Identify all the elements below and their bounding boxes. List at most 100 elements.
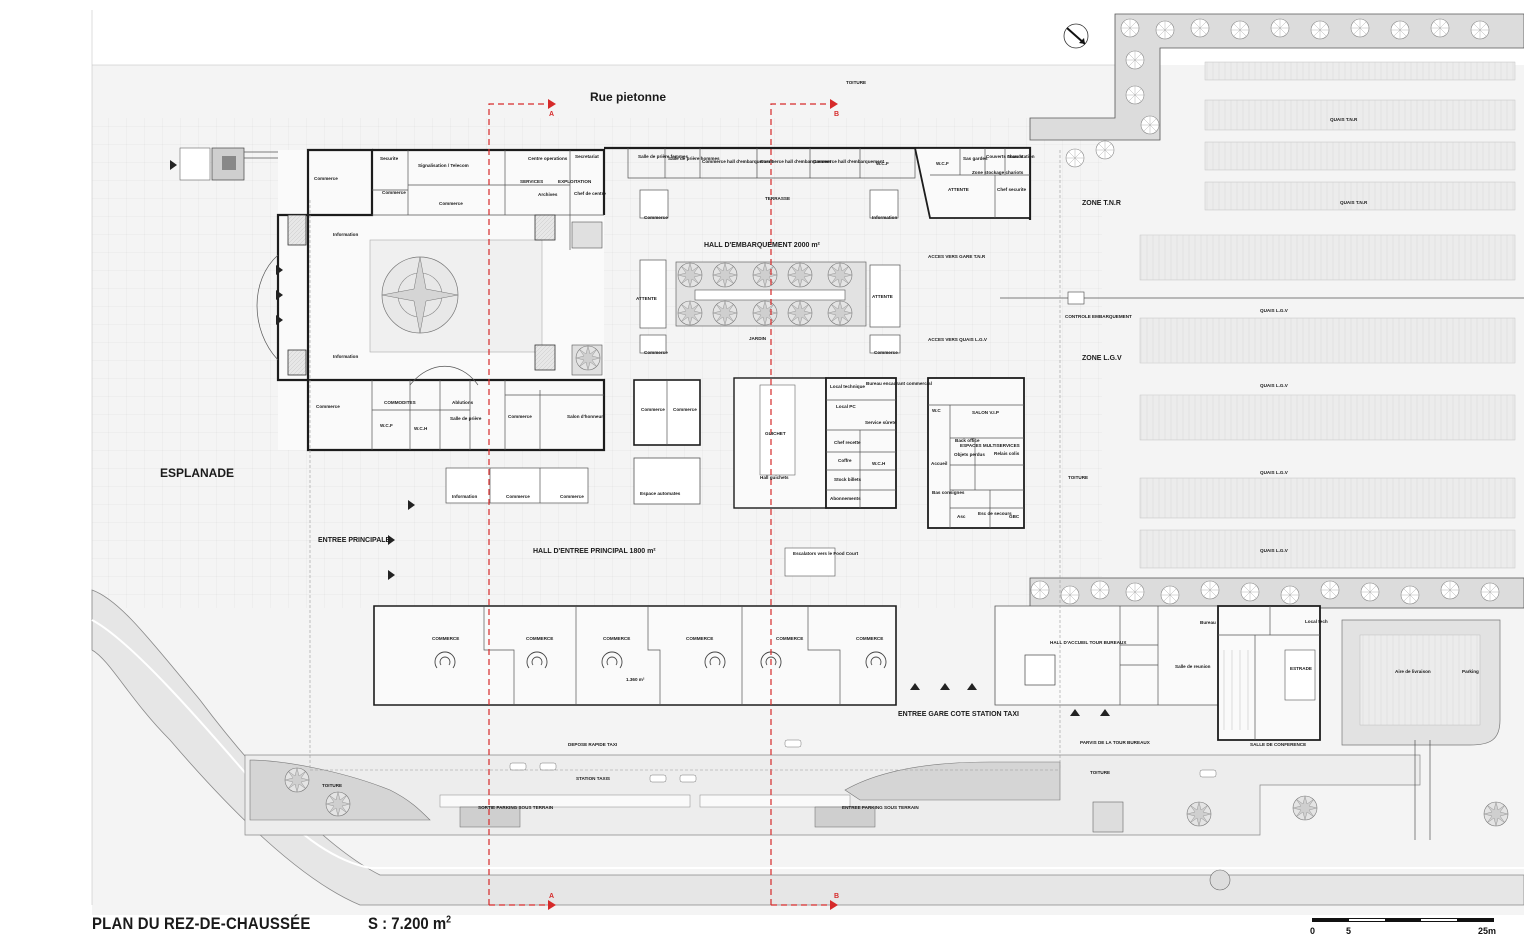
tree-icon (1280, 585, 1300, 605)
flower-icon (284, 767, 310, 793)
plan-labels: Rue pietonne ESPLANADE ENTREE PRINCIPALE… (160, 80, 1479, 900)
tree-icon (1155, 20, 1175, 40)
room-label: W.C.H (414, 426, 428, 431)
room-label: Salle de prière (450, 416, 482, 421)
boarding-control-label: CONTROLE EMBARQUEMENT (1065, 314, 1132, 319)
garden-tree-icon (712, 300, 738, 326)
garden-tree-icon (827, 262, 853, 288)
tree-icon (1400, 585, 1420, 605)
waiting-label: ATTENTE (948, 187, 969, 192)
room-label: Relais colis (994, 451, 1020, 456)
quais-lgv-label: QUAIS L.G.V (1260, 548, 1289, 553)
room-label: W.C (932, 408, 941, 413)
depose-taxi-label: DEPOSE RAPIDE TAXI (568, 742, 617, 747)
tree-icon (1360, 582, 1380, 602)
delivery-area-label: Aire de livraison (1395, 669, 1431, 674)
tree-icon (1190, 18, 1210, 38)
taxi-entrance-label: ENTREE GARE COTE STATION TAXI (898, 711, 1019, 718)
toiture-label: TOITURE (1068, 475, 1088, 480)
parking-label: Parking (1462, 669, 1479, 674)
meeting-room-label: Salle de reunion (1175, 664, 1211, 669)
room-label: Information (333, 232, 358, 237)
quais-tnr-label: QUAIS T.N.R (1340, 200, 1368, 205)
tree-icon (1120, 18, 1140, 38)
tree-icon (1125, 85, 1145, 105)
escalator-spiral-icon (601, 651, 623, 669)
room-label: Commerce (508, 414, 532, 419)
room-label: Centre operations (528, 156, 568, 161)
room-label: Information (333, 354, 358, 359)
tree-icon (1230, 20, 1250, 40)
room-label: W.C.F (936, 161, 949, 166)
room-label: Salon d'honneur (567, 414, 603, 419)
garden-tree-icon (752, 262, 778, 288)
room-label: Commerce (644, 215, 668, 220)
room-label: Objets perdus (954, 452, 985, 457)
platform-zone (1000, 13, 1524, 609)
room-label: Secretariat (575, 154, 599, 159)
room-label: COMMERCE (526, 636, 553, 641)
tree-icon (1430, 18, 1450, 38)
room-label: COMMERCE (856, 636, 883, 641)
garden-tree-icon (787, 262, 813, 288)
room-label: Zone stockage chariots (972, 170, 1024, 175)
room-label: Salle de prière femmes (638, 154, 688, 159)
room-label: W.C.F (876, 161, 889, 166)
room-label: Commerce (644, 350, 668, 355)
escalator-spiral-icon (865, 651, 887, 669)
room-label: Chef securite (997, 187, 1027, 192)
escalator-spiral-icon (704, 651, 726, 669)
room-label: Accueil (931, 461, 947, 466)
main-entrance-label: ENTREE PRINCIPALE (318, 537, 391, 544)
room-label: Commerce hall d'embarquement (702, 159, 774, 164)
room-label: EXPLOITATION (558, 179, 592, 184)
room-label: Commerce (641, 407, 665, 412)
road-network (91, 589, 1524, 906)
toiture-label: TOITURE (1090, 770, 1110, 775)
north-arrow-icon (1063, 23, 1089, 49)
room-label: Coffre (838, 458, 852, 463)
section-a-marker: A (549, 893, 554, 900)
room-label: Espace automates (640, 491, 681, 496)
tree-icon (1480, 582, 1500, 602)
quais-tnr-label: QUAIS T.N.R (1330, 117, 1358, 122)
room-label: Local tech (1305, 619, 1328, 624)
quais-lgv-label: QUAIS L.G.V (1260, 308, 1289, 313)
flower-icon (1292, 795, 1318, 821)
tree-icon (1140, 115, 1160, 135)
tree-icon (1200, 580, 1220, 600)
room-label: W.C.H (872, 461, 886, 466)
plan-area-unit: 2 (446, 914, 452, 926)
room-label: COMMODITES (384, 400, 416, 405)
room-label: Commerce (314, 176, 338, 181)
street-label: Rue pietonne (590, 90, 666, 104)
scale-bar-graphic (1312, 918, 1494, 922)
room-label: Securite (380, 156, 399, 161)
room-label: Service sûreté (865, 420, 897, 425)
conference-room-label: SALLE DE CONFERENCE (1250, 742, 1306, 747)
tree-icon (1440, 580, 1460, 600)
tree-icon (1350, 18, 1370, 38)
room-label: Chef de centre (574, 191, 606, 196)
room-label: Commerce (382, 190, 406, 195)
scale-mid: 5 (1346, 926, 1352, 936)
room-area-label: 1.360 m² (626, 677, 645, 682)
estrade-label: ESTRADE (1290, 666, 1312, 671)
tree-icon (1090, 580, 1110, 600)
toiture-label: TOITURE (322, 783, 342, 788)
taxi-cars (509, 739, 1217, 783)
plan-title: PLAN DU REZ-DE-CHAUSSÉE (92, 914, 311, 933)
station-taxi-label: STATION TAXIS (576, 776, 610, 781)
room-label: Bureau (1200, 620, 1216, 625)
waiting-label: ATTENTE (872, 294, 893, 299)
room-label: COMMERCE (776, 636, 803, 641)
tree-icon (1160, 585, 1180, 605)
room-label: GBC (1009, 514, 1020, 519)
room-label: Esc de secours (978, 511, 1012, 516)
scale-bar: 0 5 25m (1310, 912, 1502, 938)
flower-icon (1186, 801, 1212, 827)
room-label: Escalators vers le Food Court (793, 551, 859, 556)
room-label: Commerce hall d'embarquement (760, 159, 832, 164)
quais-lgv-label: QUAIS L.G.V (1260, 470, 1289, 475)
room-label: Bas consignes (932, 490, 965, 495)
